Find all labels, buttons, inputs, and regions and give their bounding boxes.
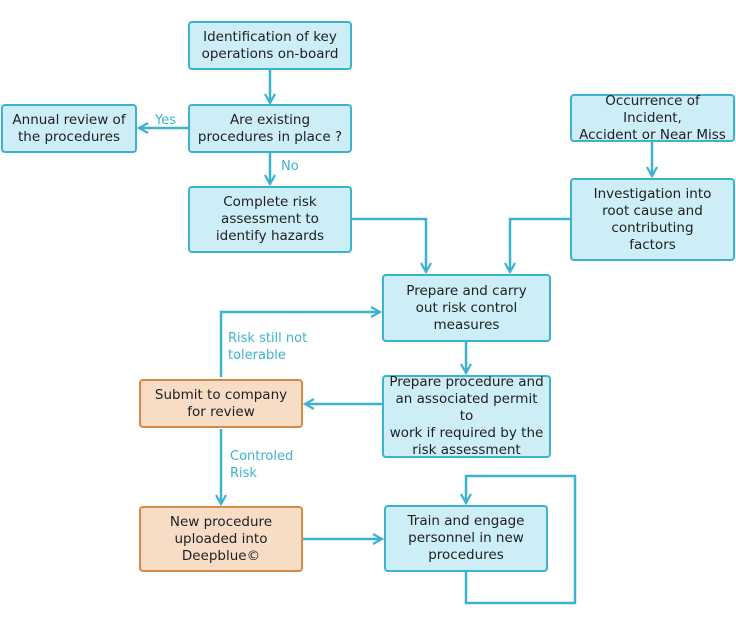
arrow-complete-to-prepare-carry bbox=[352, 217, 426, 272]
node-occurrence: Occurrence of Incident, Accident or Near… bbox=[570, 93, 735, 143]
node-train-personnel: Train and engage personnel in new proced… bbox=[384, 505, 548, 572]
arrow-train-loop bbox=[466, 474, 577, 605]
edge-label-risk-not-tolerable: Risk still not tolerable bbox=[228, 331, 308, 363]
node-prepare-carry-out: Prepare and carry out risk control measu… bbox=[382, 274, 551, 342]
edge-label-yes: Yes bbox=[155, 113, 176, 128]
node-annual-review: Annual review of the procedures bbox=[1, 104, 137, 153]
node-existing-procedures: Are existing procedures in place ? bbox=[188, 104, 352, 153]
node-prepare-procedure: Prepare procedure and an associated perm… bbox=[382, 374, 551, 458]
node-submit-to-company: Submit to company for review bbox=[139, 379, 303, 428]
arrow-submit-to-prepare-carry bbox=[219, 312, 380, 377]
node-new-procedure: New procedure uploaded into Deepblue© bbox=[139, 506, 303, 572]
arrow-investigation-to-prepare-carry bbox=[510, 217, 570, 272]
node-complete-risk-assessment: Complete risk assessment to identify haz… bbox=[188, 186, 352, 253]
edge-label-controlled-risk: Controled Risk bbox=[230, 449, 294, 481]
node-identification: Identification of key operations on-boar… bbox=[188, 21, 352, 70]
node-investigation: Investigation into root cause and contri… bbox=[570, 178, 735, 261]
edge-label-no: No bbox=[281, 159, 299, 174]
